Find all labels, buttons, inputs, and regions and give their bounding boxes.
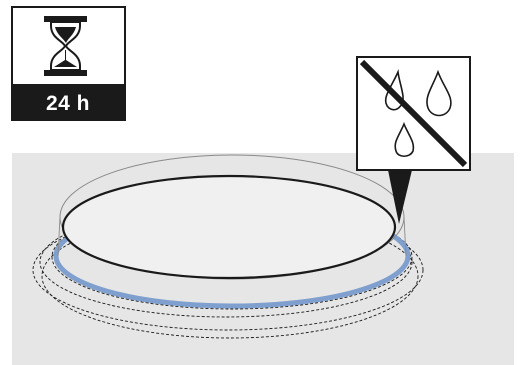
timer-badge: 24 h [11, 6, 126, 121]
callout-pointer [388, 170, 412, 224]
duration-label: 24 h [46, 92, 90, 115]
lid-disk [61, 174, 397, 280]
hourglass-icon [44, 16, 87, 76]
no-water-icon [356, 56, 471, 171]
lid-side-lines [57, 216, 407, 257]
